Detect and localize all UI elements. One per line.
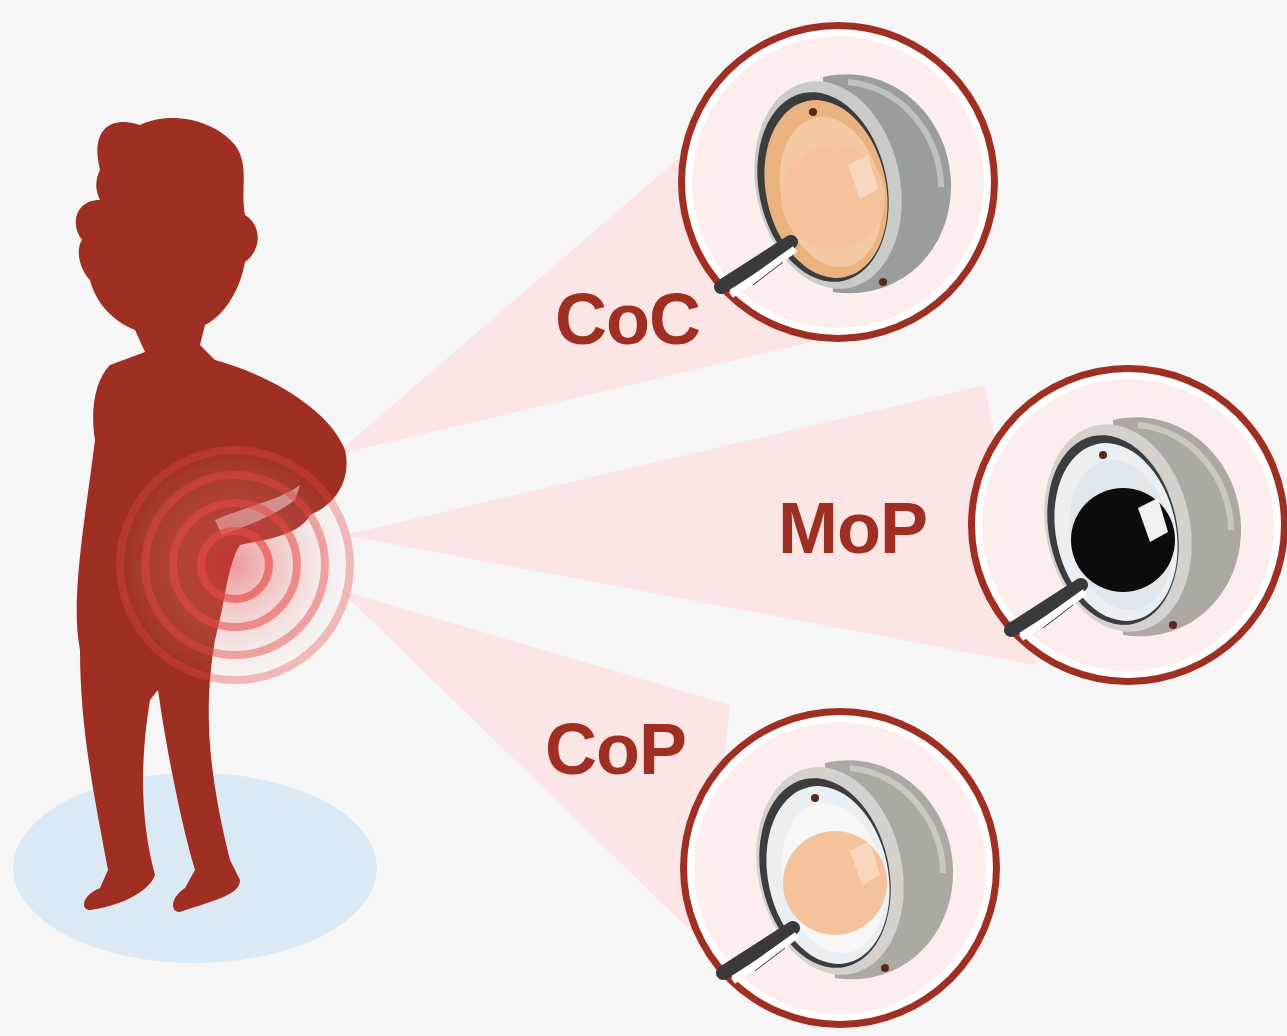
beam xyxy=(340,590,730,945)
implant xyxy=(721,67,951,302)
circle-ground xyxy=(694,722,986,1014)
circle-ground xyxy=(982,379,1274,671)
circle-ring xyxy=(968,365,1287,685)
femoral-neck-line xyxy=(1043,605,1073,628)
implant-circle: CoC xyxy=(673,17,1003,347)
femoral-neck xyxy=(731,249,795,295)
implant-circle: MoP xyxy=(963,360,1287,690)
screw-hole xyxy=(881,964,889,972)
pain-rings xyxy=(115,445,355,685)
implant xyxy=(1011,410,1241,645)
head-highlight xyxy=(1138,498,1168,542)
screw-hole xyxy=(1099,451,1107,459)
circle-ground xyxy=(692,36,984,328)
implant-label: CoP xyxy=(545,713,686,785)
screw-hole xyxy=(879,278,887,286)
head-highlight xyxy=(848,155,878,199)
implant-drawing xyxy=(675,703,1005,1033)
circle-ring xyxy=(975,372,1281,678)
circle-ring xyxy=(680,708,1000,1028)
implant xyxy=(723,753,953,988)
screw-hole xyxy=(809,108,817,116)
femoral-neck xyxy=(733,935,797,981)
implant-label: MoP xyxy=(778,492,927,564)
head-highlight xyxy=(850,841,880,885)
femoral-head xyxy=(783,831,887,935)
circle-ring xyxy=(687,715,993,1021)
implant-circle: CoP xyxy=(675,703,1005,1033)
femoral-neck-line xyxy=(755,948,785,971)
femoral-neck-line xyxy=(753,262,783,285)
implant-label: CoC xyxy=(555,283,700,355)
screw-hole xyxy=(1169,621,1177,629)
femoral-head xyxy=(1071,488,1175,592)
implant-drawing xyxy=(963,360,1287,690)
femoral-neck xyxy=(1021,592,1085,638)
implant-drawing xyxy=(673,17,1003,347)
femoral-head xyxy=(781,145,885,249)
circle-ring xyxy=(685,29,991,335)
circle-ring xyxy=(678,22,998,342)
screw-hole xyxy=(811,794,819,802)
